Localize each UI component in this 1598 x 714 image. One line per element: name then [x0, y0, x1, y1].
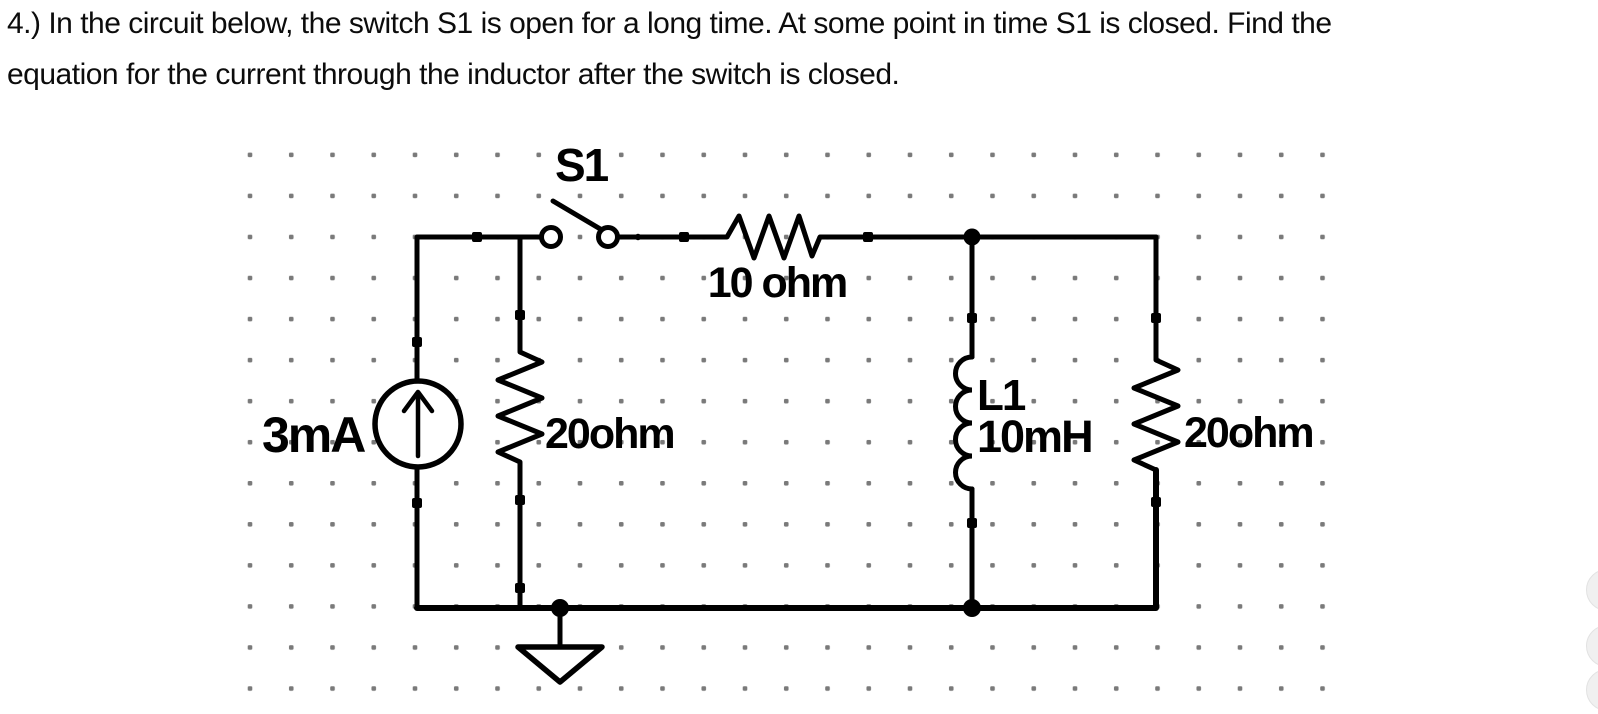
inductor-l1: L1 10mH	[953, 354, 1094, 492]
junction-dot	[515, 495, 525, 505]
switch-blade-icon	[550, 198, 605, 233]
junction-dot	[863, 232, 873, 242]
inductor-coil-icon	[953, 354, 975, 492]
wire-bottom	[414, 467, 1159, 611]
junction-dot	[412, 337, 422, 347]
junction-node-dot	[551, 599, 569, 617]
resistor-20ohm-right: 20ohm	[1131, 357, 1315, 473]
inductor-value-label: 10mH	[977, 411, 1092, 462]
resistor-20ohm-right-label: 20ohm	[1184, 409, 1313, 457]
switch-s1: S1	[539, 139, 620, 249]
current-arrow-head-icon	[401, 389, 435, 414]
junction-dot	[967, 518, 977, 528]
resistor-zigzag-icon	[495, 349, 545, 465]
junction-dot	[1151, 497, 1161, 507]
wire-top-left	[414, 234, 544, 384]
resistor-zigzag-icon	[724, 213, 823, 261]
junction-node-dot	[963, 228, 981, 246]
switch-label: S1	[555, 139, 609, 191]
junction-dot	[472, 232, 482, 242]
junction-dots	[412, 228, 1161, 617]
junction-dot	[1151, 313, 1161, 323]
junction-dot	[515, 583, 525, 593]
junction-dot	[679, 232, 689, 242]
junction-node-dot	[963, 599, 981, 617]
ground-triangle-icon	[515, 644, 605, 685]
junction-dot	[515, 310, 525, 320]
resistor-zigzag-icon	[1131, 357, 1181, 473]
problem-line-1: 4.) In the circuit below, the switch S1 …	[7, 7, 1332, 40]
resistor-10ohm-label: 10 ohm	[708, 259, 847, 307]
switch-terminal-left-icon	[539, 225, 563, 249]
problem-statement: 4.) In the circuit below, the switch S1 …	[7, 0, 1592, 100]
current-source-label: 3mA	[262, 407, 365, 463]
junction-dot	[967, 313, 977, 323]
resistor-20ohm-left: 20ohm	[495, 349, 676, 465]
resistor-20ohm-left-label: 20ohm	[545, 410, 674, 458]
resistor-10ohm: 10 ohm	[708, 213, 848, 307]
junction-dot-small	[634, 233, 642, 241]
problem-line-2: equation for the current through the ind…	[7, 58, 900, 91]
inductor-name-label: L1	[977, 371, 1026, 420]
switch-terminal-right-icon	[596, 225, 620, 249]
current-source-3ma: 3mA	[262, 378, 464, 470]
junction-dot	[412, 498, 422, 508]
